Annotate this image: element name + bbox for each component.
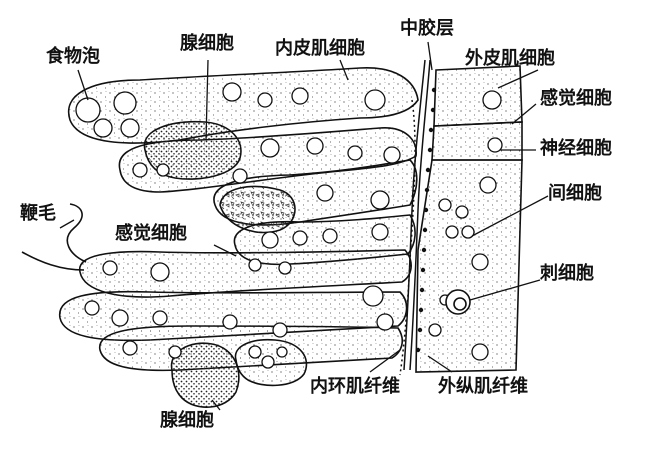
label-interstitial-cell: 间细胞 xyxy=(548,183,602,204)
label-inner-dermal-muscle-cell: 内皮肌细胞 xyxy=(275,38,365,59)
label-gland-cell-bottom: 腺细胞 xyxy=(160,410,214,431)
label-gland-cell-top: 腺细胞 xyxy=(180,33,234,54)
label-nerve-cell: 神经细胞 xyxy=(540,138,612,159)
label-flagellum: 鞭毛 xyxy=(20,203,56,224)
label-food-vacuole: 食物泡 xyxy=(46,46,100,67)
label-outer-longitudinal-muscle-fiber: 外纵肌纤维 xyxy=(438,376,528,397)
label-sensory-cell-left: 感觉细胞 xyxy=(115,223,187,244)
nuclei xyxy=(75,82,401,369)
outer-dermal-muscle-cell xyxy=(433,65,523,127)
sensory-cell-left xyxy=(79,249,412,298)
label-cnidocyte: 刺细胞 xyxy=(540,263,594,284)
gland-cell-granular xyxy=(219,185,296,234)
label-sensory-cell-right: 感觉细胞 xyxy=(540,88,612,109)
flagella xyxy=(21,203,87,271)
ectoderm-column xyxy=(415,159,523,373)
inner-circular-muscle-fiber xyxy=(399,99,416,376)
ectoderm-nuclei xyxy=(428,90,503,361)
endoderm-cells xyxy=(59,67,419,408)
sensory-cell-right xyxy=(431,121,523,161)
label-outer-dermal-muscle-cell: 外皮肌细胞 xyxy=(465,48,555,69)
label-mesoglea: 中胶层 xyxy=(400,18,454,39)
label-inner-circular-muscle-fiber: 内环肌纤维 xyxy=(310,376,400,397)
mesoglea-layer xyxy=(399,59,431,376)
leader-lines xyxy=(59,41,549,411)
cnidocyte-capsule xyxy=(445,289,471,315)
gland-cell-bottom xyxy=(170,342,240,408)
